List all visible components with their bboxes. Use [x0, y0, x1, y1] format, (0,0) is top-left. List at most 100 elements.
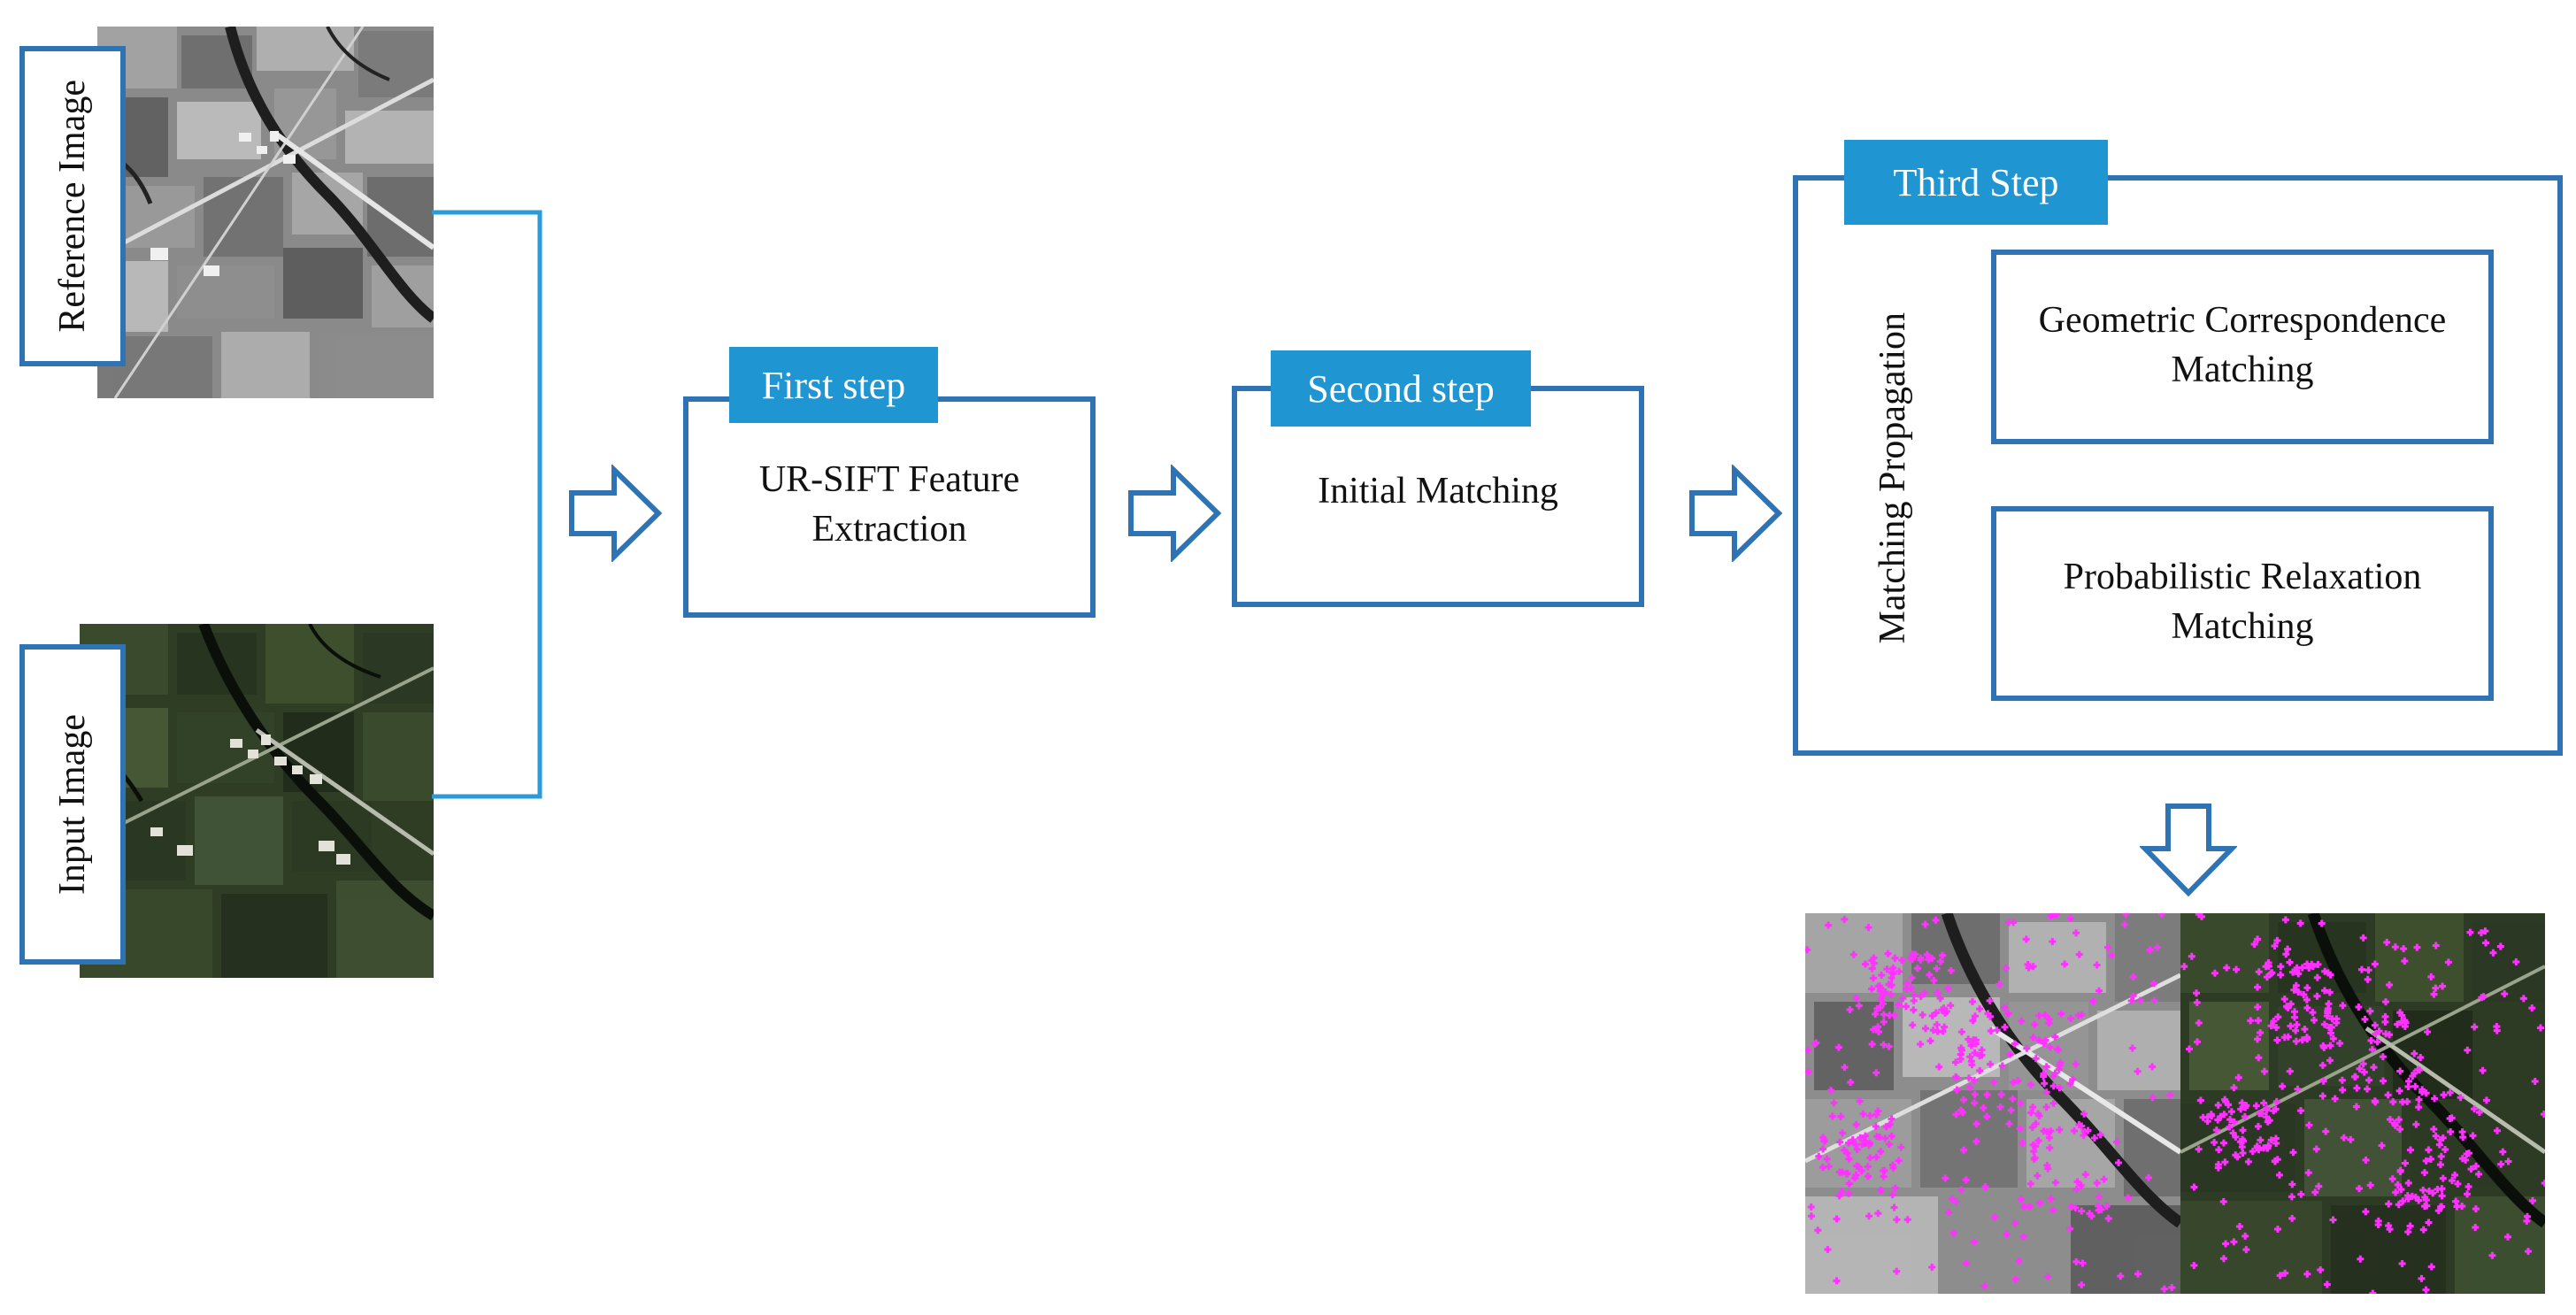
match-point-marker [2095, 987, 2103, 995]
match-point-marker [2512, 957, 2520, 965]
match-point-marker [2326, 1057, 2334, 1065]
match-point-marker [2395, 1201, 2403, 1209]
match-point-marker [2432, 942, 2440, 950]
match-point-marker [1936, 957, 1944, 965]
arrow-to-result [2140, 804, 2237, 897]
match-point-marker [2356, 1065, 2364, 1073]
match-point-marker [2370, 1064, 2378, 1072]
match-point-marker [2436, 1161, 2444, 1169]
match-point-marker [2051, 1033, 2059, 1041]
match-point-marker [2326, 1042, 2334, 1050]
match-point-marker [2072, 1257, 2080, 1265]
match-point-marker [2023, 1044, 2031, 1052]
match-point-marker [2288, 1214, 2296, 1222]
match-point-marker [1965, 1035, 1972, 1043]
match-point-marker [2422, 1286, 2430, 1294]
input-image-label-box: Input Image [19, 644, 126, 965]
match-point-marker [2020, 1203, 2028, 1211]
match-point-marker [2303, 996, 2311, 1004]
match-point-marker [2014, 1077, 2022, 1085]
match-point-marker [1835, 1192, 1843, 1200]
match-point-marker [1891, 954, 1899, 962]
match-point-marker [1890, 1203, 1898, 1211]
match-point-marker [2380, 1077, 2388, 1085]
match-point-marker [2057, 1058, 2065, 1066]
match-point-marker [2250, 941, 2258, 949]
match-point-marker [2427, 1263, 2435, 1271]
match-point-marker [2431, 1095, 2439, 1103]
result-reference-image [1805, 913, 2180, 1294]
match-point-marker [2154, 943, 2162, 951]
match-point-marker [1843, 1170, 1851, 1178]
match-point-marker [2360, 1068, 2368, 1076]
match-point-marker [2149, 1063, 2157, 1071]
match-point-marker [2319, 1077, 2327, 1085]
match-point-marker [1828, 1112, 1836, 1120]
match-point-marker [2113, 1138, 2121, 1146]
match-point-marker [1815, 1152, 1823, 1160]
match-point-marker [2466, 928, 2474, 936]
match-point-marker [2001, 1023, 2009, 1031]
match-point-marker [2458, 1128, 2466, 1136]
match-point-marker [2232, 1133, 2240, 1141]
match-point-marker [1868, 957, 1876, 965]
match-point-marker [1841, 1064, 1849, 1072]
match-point-marker [1855, 1002, 1863, 1010]
match-point-marker [2368, 1046, 2376, 1054]
match-point-marker [2327, 1024, 2335, 1032]
match-point-marker [1921, 920, 1929, 928]
match-point-marker [2195, 1145, 2203, 1153]
match-point-marker [2338, 1076, 2346, 1084]
match-point-marker [2273, 936, 2281, 944]
match-point-marker [1875, 1028, 1883, 1036]
match-point-marker [2467, 1165, 2475, 1173]
first-step-line-1: UR-SIFT Feature [758, 459, 1020, 500]
match-point-marker [2371, 1097, 2379, 1105]
match-point-marker [1944, 984, 1952, 992]
match-point-marker [2072, 1185, 2080, 1193]
match-point-marker [2241, 1112, 2249, 1120]
match-point-marker [2471, 1023, 2479, 1031]
match-point-marker [2254, 1122, 2262, 1130]
match-point-marker [2504, 1157, 2512, 1165]
match-point-marker [2392, 1188, 2400, 1196]
match-point-marker [2382, 998, 2390, 1006]
match-point-marker [2235, 1222, 2243, 1230]
match-point-marker [2027, 1109, 2035, 1117]
match-point-marker [1959, 1096, 1967, 1104]
match-point-marker [2286, 958, 2294, 966]
match-point-marker [1888, 1115, 1895, 1123]
match-point-marker [2292, 981, 2300, 989]
match-point-marker [2324, 1009, 2332, 1017]
match-point-marker [1952, 1073, 1960, 1081]
match-point-marker [1872, 1122, 1880, 1130]
match-point-marker [2464, 1190, 2472, 1198]
match-point-marker [2190, 1261, 2198, 1269]
match-point-marker [2264, 1118, 2272, 1126]
match-point-marker [2295, 988, 2303, 996]
match-point-marker [1805, 1046, 1811, 1054]
match-point-marker [2030, 1148, 2038, 1156]
match-point-marker [2386, 1031, 2394, 1039]
match-point-marker [2078, 1207, 2086, 1215]
match-point-marker [2425, 1219, 2433, 1227]
match-point-marker [2288, 968, 2296, 976]
match-point-marker [2438, 1203, 2446, 1211]
match-point-marker [2129, 992, 2137, 1000]
match-point-marker [1976, 1066, 1984, 1074]
match-point-marker [2432, 1132, 2440, 1140]
match-point-marker [1834, 1043, 1842, 1051]
match-point-marker [2022, 935, 2030, 943]
match-point-marker [1942, 1174, 1949, 1182]
match-point-marker [2127, 996, 2135, 1004]
match-point-marker [2280, 995, 2288, 1003]
match-point-marker [1957, 1186, 1965, 1194]
match-point-marker [2482, 1096, 2490, 1104]
match-point-marker [1942, 1008, 1950, 1016]
match-point-marker [2499, 1148, 2507, 1156]
match-point-marker [2275, 1171, 2283, 1179]
match-point-marker [1928, 1012, 1936, 1020]
match-point-marker [2503, 1233, 2511, 1241]
match-point-marker [2281, 916, 2289, 924]
match-point-marker [2019, 1140, 2026, 1148]
